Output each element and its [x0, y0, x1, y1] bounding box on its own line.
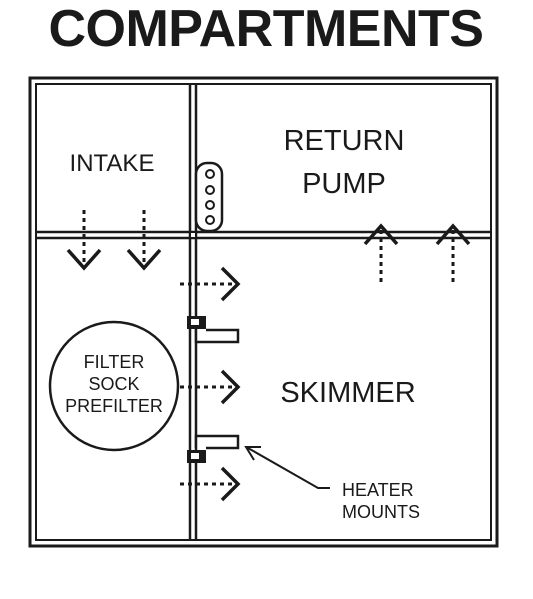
filter-sock-line3: PREFILTER [65, 396, 163, 416]
filter-sock-line1: FILTER [84, 352, 145, 372]
tank-outline [28, 76, 499, 548]
filter-sock-line2: SOCK [88, 374, 139, 394]
diagram-title: COMPARTMENTS [48, 0, 483, 58]
heater-mount-bottom [187, 434, 240, 463]
wall-junction [191, 233, 195, 237]
flow-right-arrow-1 [180, 266, 241, 302]
flow-right-arrow-2 [180, 369, 241, 405]
bulkhead-fitting [194, 161, 224, 233]
flow-right-arrow-3 [180, 466, 241, 502]
heater-mount-top [187, 316, 240, 344]
return-up-arrow-2 [435, 223, 471, 282]
intake-down-arrow-2 [126, 210, 162, 271]
return-pump-label-line1: RETURN [284, 125, 405, 157]
divider-walls [36, 84, 491, 540]
filter-sock-circle [48, 320, 180, 452]
heater-mounts-label-line2: MOUNTS [342, 502, 420, 522]
skimmer-label: SKIMMER [280, 377, 415, 409]
intake-label: INTAKE [70, 150, 155, 177]
heater-mounts-leader [244, 446, 330, 489]
intake-down-arrow-1 [66, 210, 102, 271]
return-pump-label-line2: PUMP [302, 168, 386, 200]
heater-mounts-label-line1: HEATER [342, 480, 414, 500]
return-up-arrow-1 [363, 223, 399, 282]
